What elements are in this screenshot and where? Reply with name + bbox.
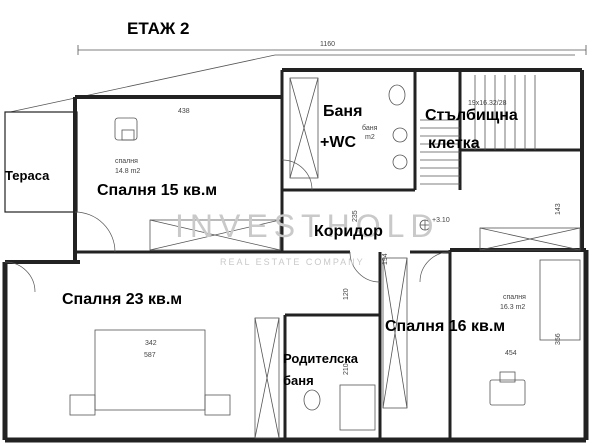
label-bathroom-wc: +WC [320,134,356,151]
watermark-text: INVESTHOLD [175,208,439,244]
label-terrace: Тераса [5,168,50,183]
label-stairwell-1: Стълбищна [425,107,518,124]
plan-bathroom-name: баня [362,124,378,132]
plan-bedroom16-area: 16.3 m2 [500,304,525,311]
floor-title: ЕТАЖ 2 [127,19,189,38]
label-bathroom: Баня [323,103,362,120]
door-swings [4,159,451,293]
label-corridor: Коридор [314,223,383,240]
roof-diagonal [9,54,276,113]
bathroom-fixtures [289,77,408,431]
interior-walls [75,70,582,440]
overall-dimension-line [77,45,587,55]
dim-bedroom16-width: 454 [505,350,517,357]
dim-356: 356 [555,333,562,345]
dim-143: 143 [555,203,562,215]
label-bedroom-16: Спалня 16 кв.м [385,318,505,335]
label-parent-bath-1: Родителска [283,351,359,366]
plan-bedroom15-name: спалня [115,158,138,165]
level-marker [419,219,431,231]
dim-235: 235 [352,210,359,222]
plan-level-mark: +3.10 [432,217,450,224]
plan-bathroom-area: m2 [365,134,375,141]
plan-bedroom16-name: спалня [503,294,526,301]
label-bedroom-23: Спалня 23 кв.м [62,291,182,308]
label-bedroom-15: Спалня 15 кв.м [97,182,217,199]
label-stairwell-2: клетка [428,135,480,152]
label-parent-bath-2: баня [283,373,314,388]
plan-bedroom15-area: 14.8 m2 [115,168,140,175]
stairs [420,75,536,185]
wardrobes [149,219,581,439]
dim-overall-width: 1160 [320,41,335,48]
dim-bedroom23-depth: 342 [145,340,157,347]
dim-bedroom23-width: 587 [144,352,156,359]
dim-120: 120 [343,288,350,300]
plan-stairs-note: 19x16.32/28 [468,100,507,107]
furniture [69,117,581,416]
dim-210: 210 [343,363,350,375]
dim-bedroom15-width: 438 [178,108,190,115]
watermark-subtext: REAL ESTATE COMPANY [220,257,365,267]
dim-194: 194 [382,253,389,265]
